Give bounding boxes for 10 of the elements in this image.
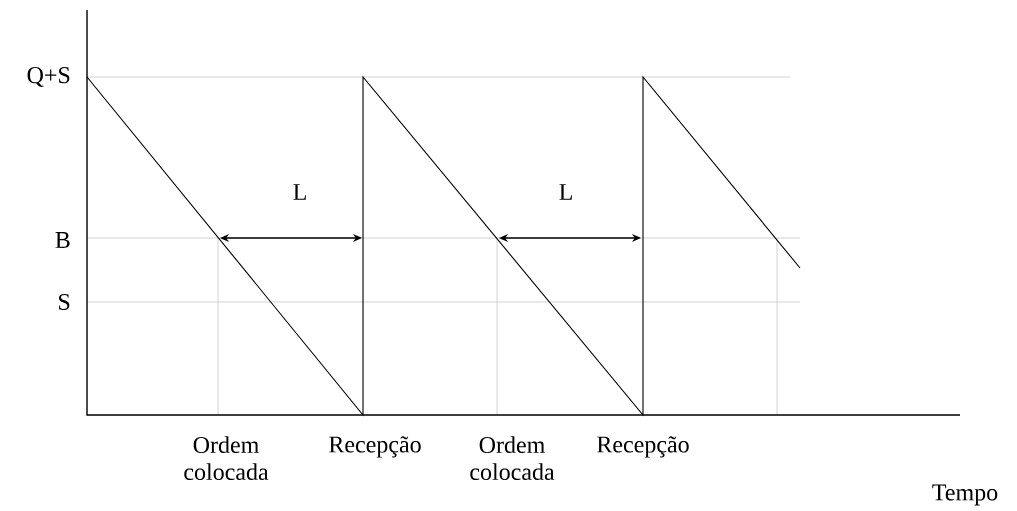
axis-level-label: B xyxy=(55,232,70,248)
axis-level-label: Q+S xyxy=(27,67,70,87)
axis-title: Tempo xyxy=(932,484,998,506)
event-label: Ordem colocada xyxy=(470,436,555,481)
event-label: Recepção xyxy=(329,436,421,458)
event-label: Ordem colocada xyxy=(184,436,269,481)
dimension-label: L xyxy=(293,184,306,200)
dimension-label: L xyxy=(559,184,572,200)
event-label: Recepção xyxy=(597,436,689,458)
axis-level-label: S xyxy=(59,293,70,311)
